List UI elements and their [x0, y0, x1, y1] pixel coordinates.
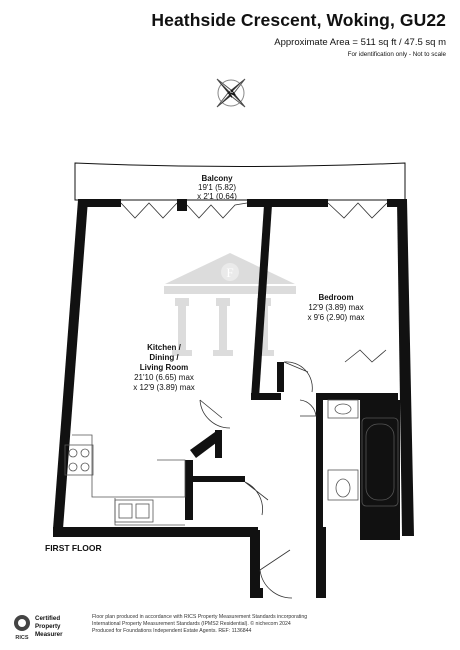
walls: [53, 199, 414, 598]
kitchen-name-1: Kitchen /: [147, 343, 182, 352]
kitchen-name-3: Living Room: [140, 363, 188, 372]
footer-line-3: Produced for Foundations Independent Est…: [92, 628, 252, 635]
interior-doors: [199, 349, 387, 599]
compass-icon: N: [216, 78, 246, 108]
watermark-letter: F: [226, 265, 233, 280]
rics-logo-icon: RICS: [14, 615, 30, 641]
bath-icon: [361, 417, 399, 507]
bedroom-dim1: 12'9 (3.89) max: [308, 303, 363, 312]
floor-label: FIRST FLOOR: [45, 543, 102, 553]
identification-note: For identification only - Not to scale: [347, 51, 446, 58]
kitchen-dim2: x 12'9 (3.89) max: [133, 383, 195, 392]
balcony-doors: [120, 202, 388, 219]
sink-icon: [114, 499, 154, 523]
badge-line-3: Measurer: [35, 631, 63, 638]
approximate-area: Approximate Area = 511 sq ft / 47.5 sq m: [274, 37, 446, 48]
rics-mark: RICS: [15, 635, 28, 641]
bedroom-name: Bedroom: [318, 293, 353, 302]
kitchen-dim1: 21'10 (6.65) max: [134, 373, 194, 382]
footer-line-2: International Property Measurement Stand…: [92, 621, 291, 628]
basin-icon: [334, 403, 352, 415]
balcony-dim2: x 2'1 (0.64): [197, 192, 237, 201]
badge-line-1: Certified: [35, 615, 61, 622]
property-title: Heathside Crescent, Woking, GU22: [151, 10, 446, 30]
balcony-outline: [74, 162, 406, 201]
hob-icon: [64, 444, 94, 476]
compass-letter: N: [226, 88, 237, 100]
bathroom-fixtures: [327, 399, 399, 507]
watermark-logo: F: [164, 253, 296, 356]
badge-line-2: Property: [35, 623, 61, 630]
kitchen-fixtures: [64, 434, 186, 526]
footer-text: Floor plan produced in accordance with R…: [92, 614, 307, 636]
toilet-icon: [335, 478, 351, 498]
kitchen-name-2: Dining /: [149, 353, 179, 362]
badge-text: Certified Property Measurer: [35, 615, 63, 639]
balcony-dim1: 19'1 (5.82): [198, 183, 236, 192]
bedroom-label: Bedroom 12'9 (3.89) max x 9'6 (2.90) max: [307, 293, 364, 322]
rics-badge: RICS Certified Property Measurer: [12, 614, 82, 642]
kitchen-label: Kitchen / Dining / Living Room 21'10 (6.…: [133, 343, 195, 392]
balcony-name: Balcony: [201, 174, 233, 183]
bedroom-dim2: x 9'6 (2.90) max: [307, 313, 364, 322]
footer-line-1: Floor plan produced in accordance with R…: [92, 614, 308, 620]
balcony-label: Balcony 19'1 (5.82) x 2'1 (0.64): [197, 174, 237, 201]
